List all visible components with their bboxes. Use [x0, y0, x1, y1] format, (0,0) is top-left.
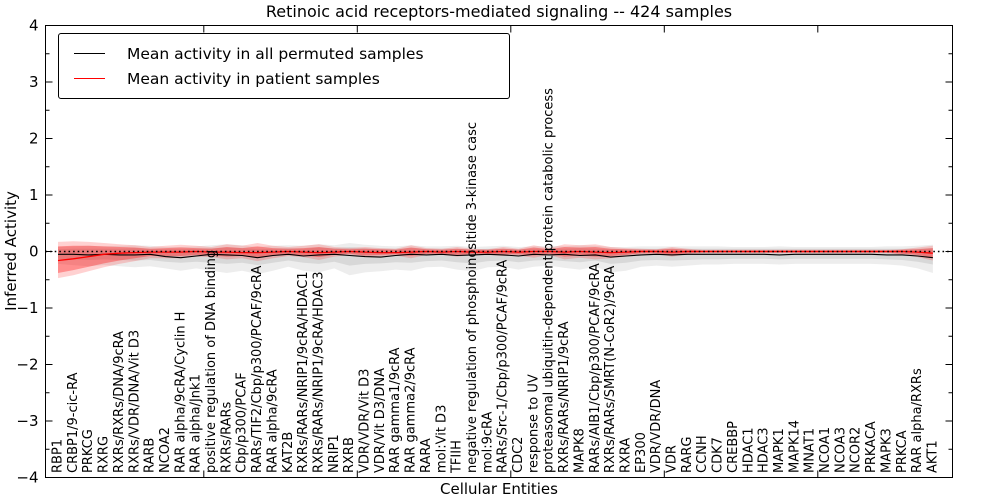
x-tick-label: MNAT1: [803, 428, 818, 473]
x-tick-label: RAR alpha/9cRA/Cyclin H: [173, 312, 188, 473]
x-tick-label: RXRs/RARs/NRIP1/9cRA/HDAC1: [296, 271, 311, 473]
y-tick-label: −1: [16, 299, 38, 317]
x-tick-label: RARs/TIF2/Cbp/p300/PCAF/9cRA: [250, 266, 265, 473]
x-tick-label: TFIIH: [450, 440, 465, 474]
x-tick-label: RXRs/RXRs/DNA/9cRA: [112, 331, 127, 473]
x-tick-label: RXRs/RARs/NRIP1/9cRA: [557, 321, 572, 473]
x-tick-label: PRKACA: [864, 421, 879, 473]
x-tick-label: VDR/Vit D3/DNA: [373, 368, 388, 473]
x-tick-label: RAR alpha/Jnk1: [189, 374, 204, 473]
x-tick-label: RARs/AIB1/Cbp/p300/PCAF/9cRA: [588, 263, 603, 473]
y-tick-label: 3: [29, 73, 39, 91]
x-tick-label: NCOA2: [158, 427, 173, 473]
x-tick-label: CCNH: [695, 435, 710, 473]
x-tick-label: RBP1: [51, 439, 66, 473]
patient-line-swatch: [74, 78, 105, 79]
x-tick-label: proteasomal ubiquitin-dependent protein …: [542, 88, 557, 473]
chart-title: Retinoic acid receptors-mediated signali…: [265, 2, 733, 21]
x-tick-label: MAPK3: [879, 428, 894, 473]
x-tick-label: CREBBP: [726, 421, 741, 473]
x-tick-label: negative regulation of phosphoinositide …: [465, 122, 480, 473]
x-tick-label: RAR gamma1/9cRA: [388, 347, 403, 473]
x-tick-label: PRKCG: [81, 429, 96, 473]
y-tick-label: 1: [29, 186, 39, 204]
x-tick-label: EP300: [634, 432, 649, 473]
patient-band-outer: [58, 241, 933, 279]
x-tick-label: NCOA1: [818, 427, 833, 473]
x-tick-label: VDR: [665, 445, 680, 473]
legend-label-patient: Mean activity in patient samples: [127, 69, 380, 88]
x-tick-label: VDR/VDR/Vit D3: [358, 369, 373, 473]
x-tick-label: CDK7: [711, 437, 726, 473]
x-tick-label: RARB: [143, 438, 158, 473]
x-tick-label: NCOR2: [849, 427, 864, 473]
y-tick-label: 2: [29, 130, 39, 148]
legend-label-permuted: Mean activity in all permuted samples: [127, 44, 424, 63]
y-tick-label: 4: [29, 17, 39, 35]
x-tick-label: MAPK1: [772, 428, 787, 473]
x-tick-label: NCOA3: [833, 427, 848, 473]
x-tick-label: RARG: [680, 436, 695, 473]
x-tick-label: RARs/Src-1/Cbp/p300/PCAF/9cRA: [496, 260, 511, 473]
x-tick-label: RXRs/RARs: [219, 401, 234, 473]
x-tick-label: MAPK14: [787, 420, 802, 473]
x-tick-label: Cbp/p300/PCAF: [235, 372, 250, 473]
legend-box: Mean activity in all permuted samples Me…: [58, 33, 510, 99]
x-tick-label: NRIP1: [327, 434, 342, 473]
x-tick-label: CDC2: [511, 437, 526, 473]
x-tick-label: CRBP1/9-cic-RA: [66, 372, 81, 473]
x-tick-label: PRKCA: [895, 430, 910, 473]
permuted-line-swatch: [74, 53, 105, 54]
permuted-mean-line: [58, 253, 933, 259]
x-tick-label: KAT2B: [281, 432, 296, 473]
y-tick-label: −4: [16, 469, 38, 487]
x-tick-label: HDAC1: [741, 427, 756, 473]
x-tick-label: RXRs/RARs/NRIP1/9cRA/HDAC3: [311, 271, 326, 473]
x-tick-label: RARA: [419, 438, 434, 473]
x-tick-label: RAR alpha/9cRA: [265, 369, 280, 473]
x-tick-label: RAR gamma2/9cRA: [404, 347, 419, 473]
x-tick-label: RXRs/RARs/SMRT(N-CoR2)/9cRA: [603, 266, 618, 473]
x-tick-label: mol:Vit D3: [434, 405, 449, 473]
x-tick-label: RXRs/VDR/DNA/Vit D3: [127, 330, 142, 473]
x-tick-label: AKT1: [925, 440, 940, 473]
x-tick-label: RAR alpha/RXRs: [910, 368, 925, 473]
x-tick-label: HDAC3: [757, 427, 772, 473]
y-tick-label: 0: [29, 243, 39, 261]
x-tick-label: RXRG: [97, 436, 112, 473]
x-tick-label: response to UV: [526, 374, 541, 473]
x-tick-label: MAPK8: [572, 428, 587, 473]
x-tick-label: VDR/VDR/DNA: [649, 380, 664, 473]
y-tick-label: −2: [16, 356, 38, 374]
x-tick-label: positive regulation of DNA binding: [204, 250, 219, 473]
legend-entry-permuted: Mean activity in all permuted samples: [59, 41, 509, 66]
x-tick-label: mol:9cRA: [480, 411, 495, 473]
y-tick-label: −3: [16, 412, 38, 430]
legend-entry-patient: Mean activity in patient samples: [59, 66, 509, 91]
x-tick-label: RXRB: [342, 437, 357, 473]
x-axis-title: Cellular Entities: [440, 480, 558, 498]
x-tick-label: RXRA: [618, 438, 633, 473]
